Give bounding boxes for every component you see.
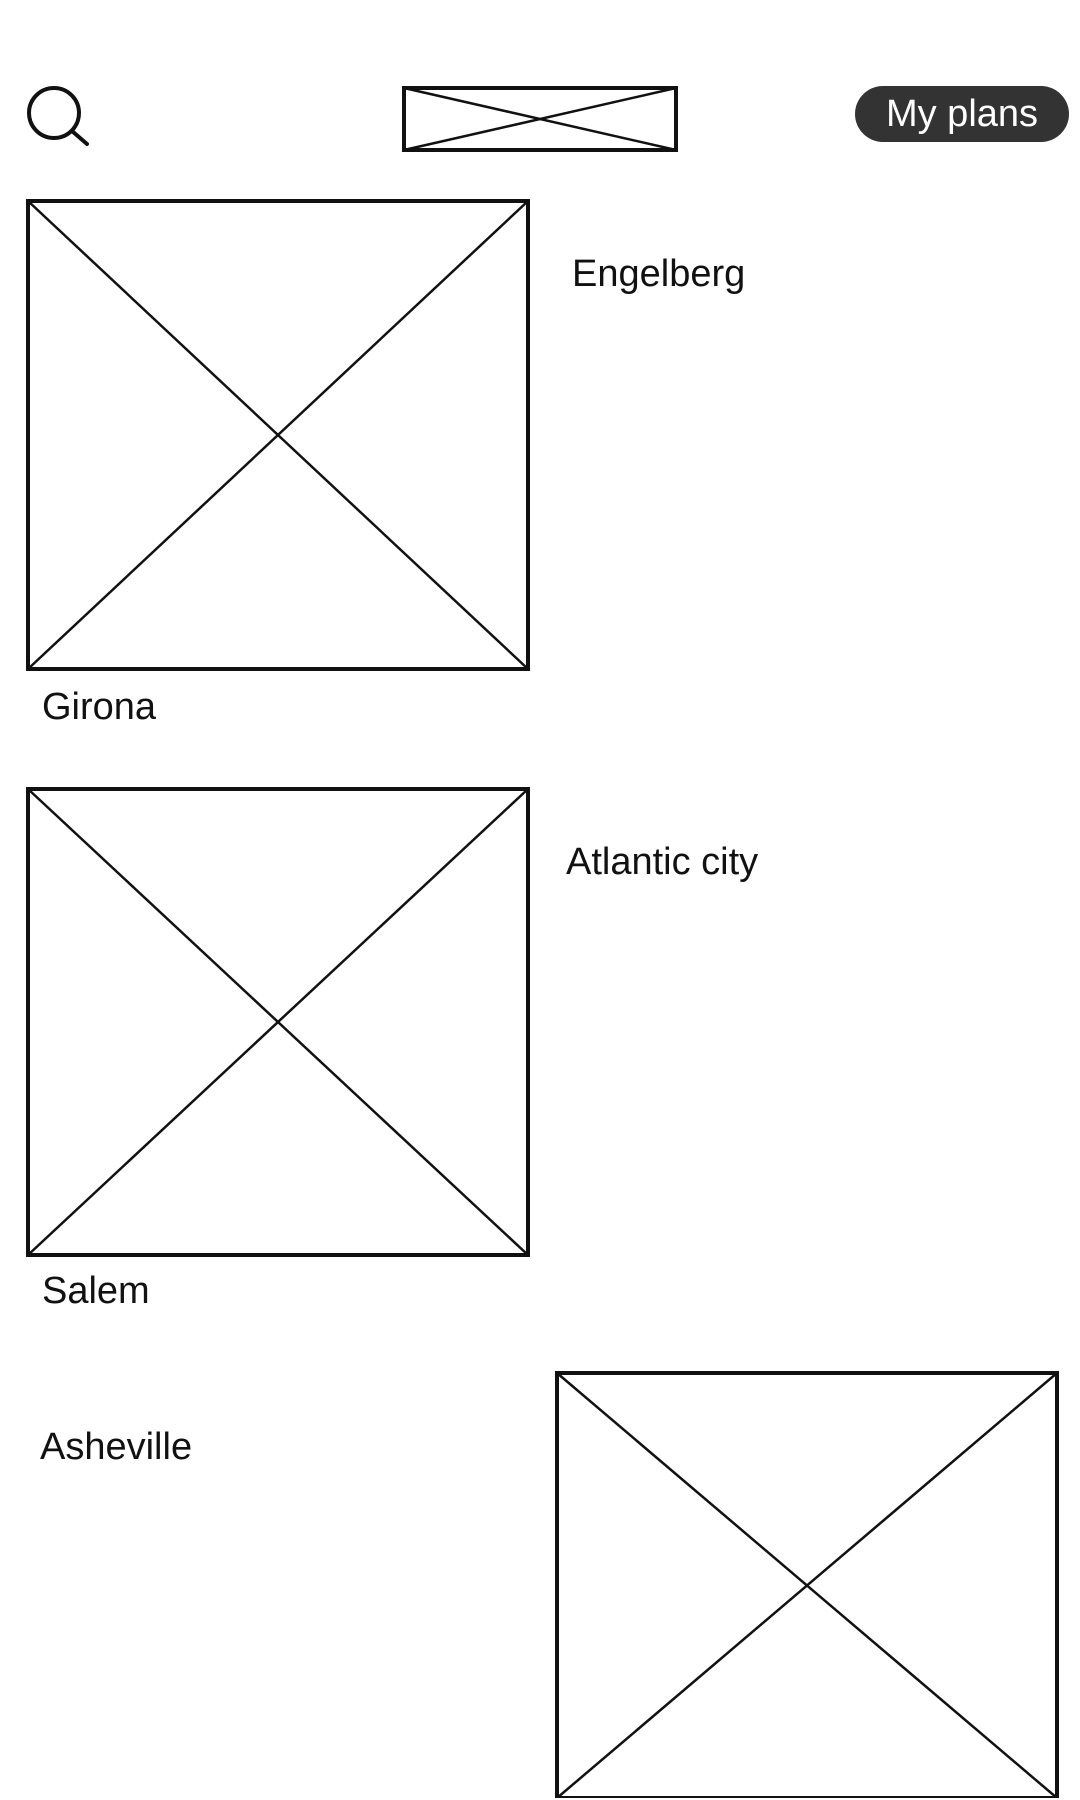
place-image-placeholder[interactable] [555,1371,1059,1798]
place-label-atlantic-city[interactable]: Atlantic city [566,841,759,883]
place-label-girona[interactable]: Girona [42,686,157,728]
logo-placeholder [402,86,678,152]
place-image-placeholder[interactable] [26,787,530,1257]
place-label-engelberg[interactable]: Engelberg [572,253,746,295]
search-icon[interactable] [24,85,94,150]
place-label-salem[interactable]: Salem [42,1270,150,1312]
my-plans-label: My plans [885,93,1039,135]
place-image-placeholder[interactable] [26,199,530,671]
place-label-asheville[interactable]: Asheville [40,1426,193,1468]
my-plans-button[interactable]: My plans [855,86,1069,142]
